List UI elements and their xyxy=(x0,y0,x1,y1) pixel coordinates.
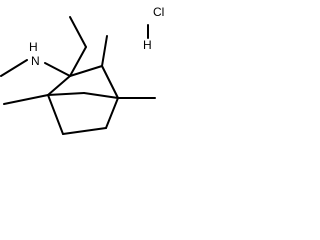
bond-ethyl-1 xyxy=(69,46,87,77)
bond-bridge-1 xyxy=(47,92,85,96)
bond-methyl-left xyxy=(3,94,49,105)
bond-ring-f xyxy=(69,65,103,77)
bond-ring-d xyxy=(105,97,119,129)
bond-n-to-carbon xyxy=(44,62,71,77)
bond-ethyl-2 xyxy=(69,16,87,48)
bond-n-methyl xyxy=(0,59,28,77)
label-chlorine: Cl xyxy=(153,5,164,19)
bond-ring-b xyxy=(47,94,64,135)
bond-bridge-2 xyxy=(83,92,119,99)
bond-ring-a xyxy=(47,75,71,96)
molecule-structure-diagram: N H Cl H xyxy=(0,5,164,135)
label-nitrogen: N xyxy=(31,54,40,68)
bond-ring-c xyxy=(62,127,107,135)
bond-methyl-top-right xyxy=(101,35,108,67)
label-amine-hydrogen: H xyxy=(29,40,38,54)
bond-ring-e xyxy=(101,65,119,99)
label-salt-hydrogen: H xyxy=(143,38,152,52)
